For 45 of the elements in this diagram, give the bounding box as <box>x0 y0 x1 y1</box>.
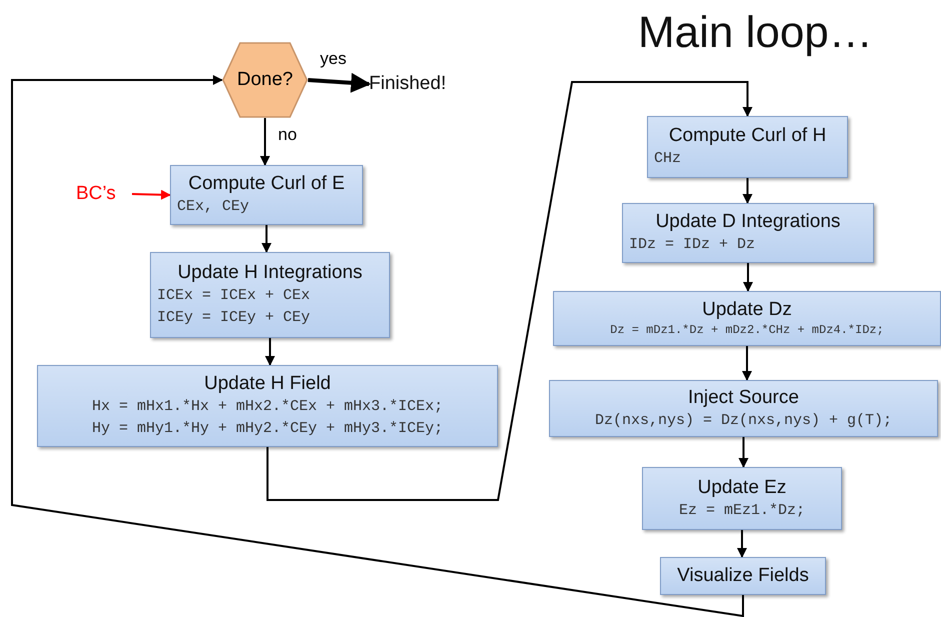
boundary-condition-label: BC’s <box>76 180 132 208</box>
step-title: Update H Field <box>203 372 332 396</box>
decision-question: Done? <box>237 69 293 91</box>
step-title: Compute Curl of H <box>668 124 828 148</box>
decision-hexagon <box>222 42 308 118</box>
code-line: IDz = IDz + Dz <box>629 235 756 255</box>
arrow <box>742 178 752 204</box>
arrow <box>737 530 747 558</box>
code-line: ICEx = ICEx + CEx <box>157 286 312 306</box>
code-line: ICEy = ICEy + CEy <box>157 308 312 328</box>
code-line: CHz <box>654 149 682 169</box>
process-box <box>647 116 848 178</box>
arrow <box>132 190 171 200</box>
step-title: Update Ez <box>696 476 788 500</box>
arrow <box>738 437 748 468</box>
code-line: Dz = mDz1.*Dz + mDz2.*CHz + mDz4.*IDz; <box>609 322 885 339</box>
process-box <box>642 467 842 530</box>
process-box <box>170 165 363 225</box>
process-box <box>660 557 826 595</box>
step-title: Update D Integrations <box>654 210 842 234</box>
process-box <box>553 291 941 346</box>
code-line: Hy = mHy1.*Hy + mHy2.*CEy + mHy3.*ICEy; <box>90 418 444 439</box>
step-title: Visualize Fields <box>676 564 810 588</box>
arrow <box>308 72 371 93</box>
step-title: Inject Source <box>687 386 800 410</box>
process-box <box>622 203 874 263</box>
code-line: Dz(nxs,nys) = Dz(nxs,nys) + g(T); <box>594 410 894 430</box>
arrow <box>265 338 275 366</box>
code-line: CEx, CEy <box>177 197 250 217</box>
title: Main loop… <box>638 8 873 58</box>
code-line: Ez = mEz1.*Dz; <box>678 500 806 520</box>
step-title: Update H Integrations <box>176 261 364 286</box>
arrow <box>11 75 744 617</box>
arrow <box>742 346 752 381</box>
arrow <box>266 81 752 501</box>
process-box <box>37 365 498 447</box>
result-text: Finished! <box>369 70 461 98</box>
code-line: Hx = mHx1.*Hx + mHx2.*CEx + mHx3.*ICEx; <box>90 397 444 418</box>
arrow <box>262 225 272 253</box>
process-box <box>150 252 390 338</box>
process-box <box>549 380 938 437</box>
step-title: Update Dz <box>701 298 793 322</box>
arrow <box>260 118 270 166</box>
arrow <box>743 263 753 292</box>
step-title: Compute Curl of E <box>187 172 346 196</box>
